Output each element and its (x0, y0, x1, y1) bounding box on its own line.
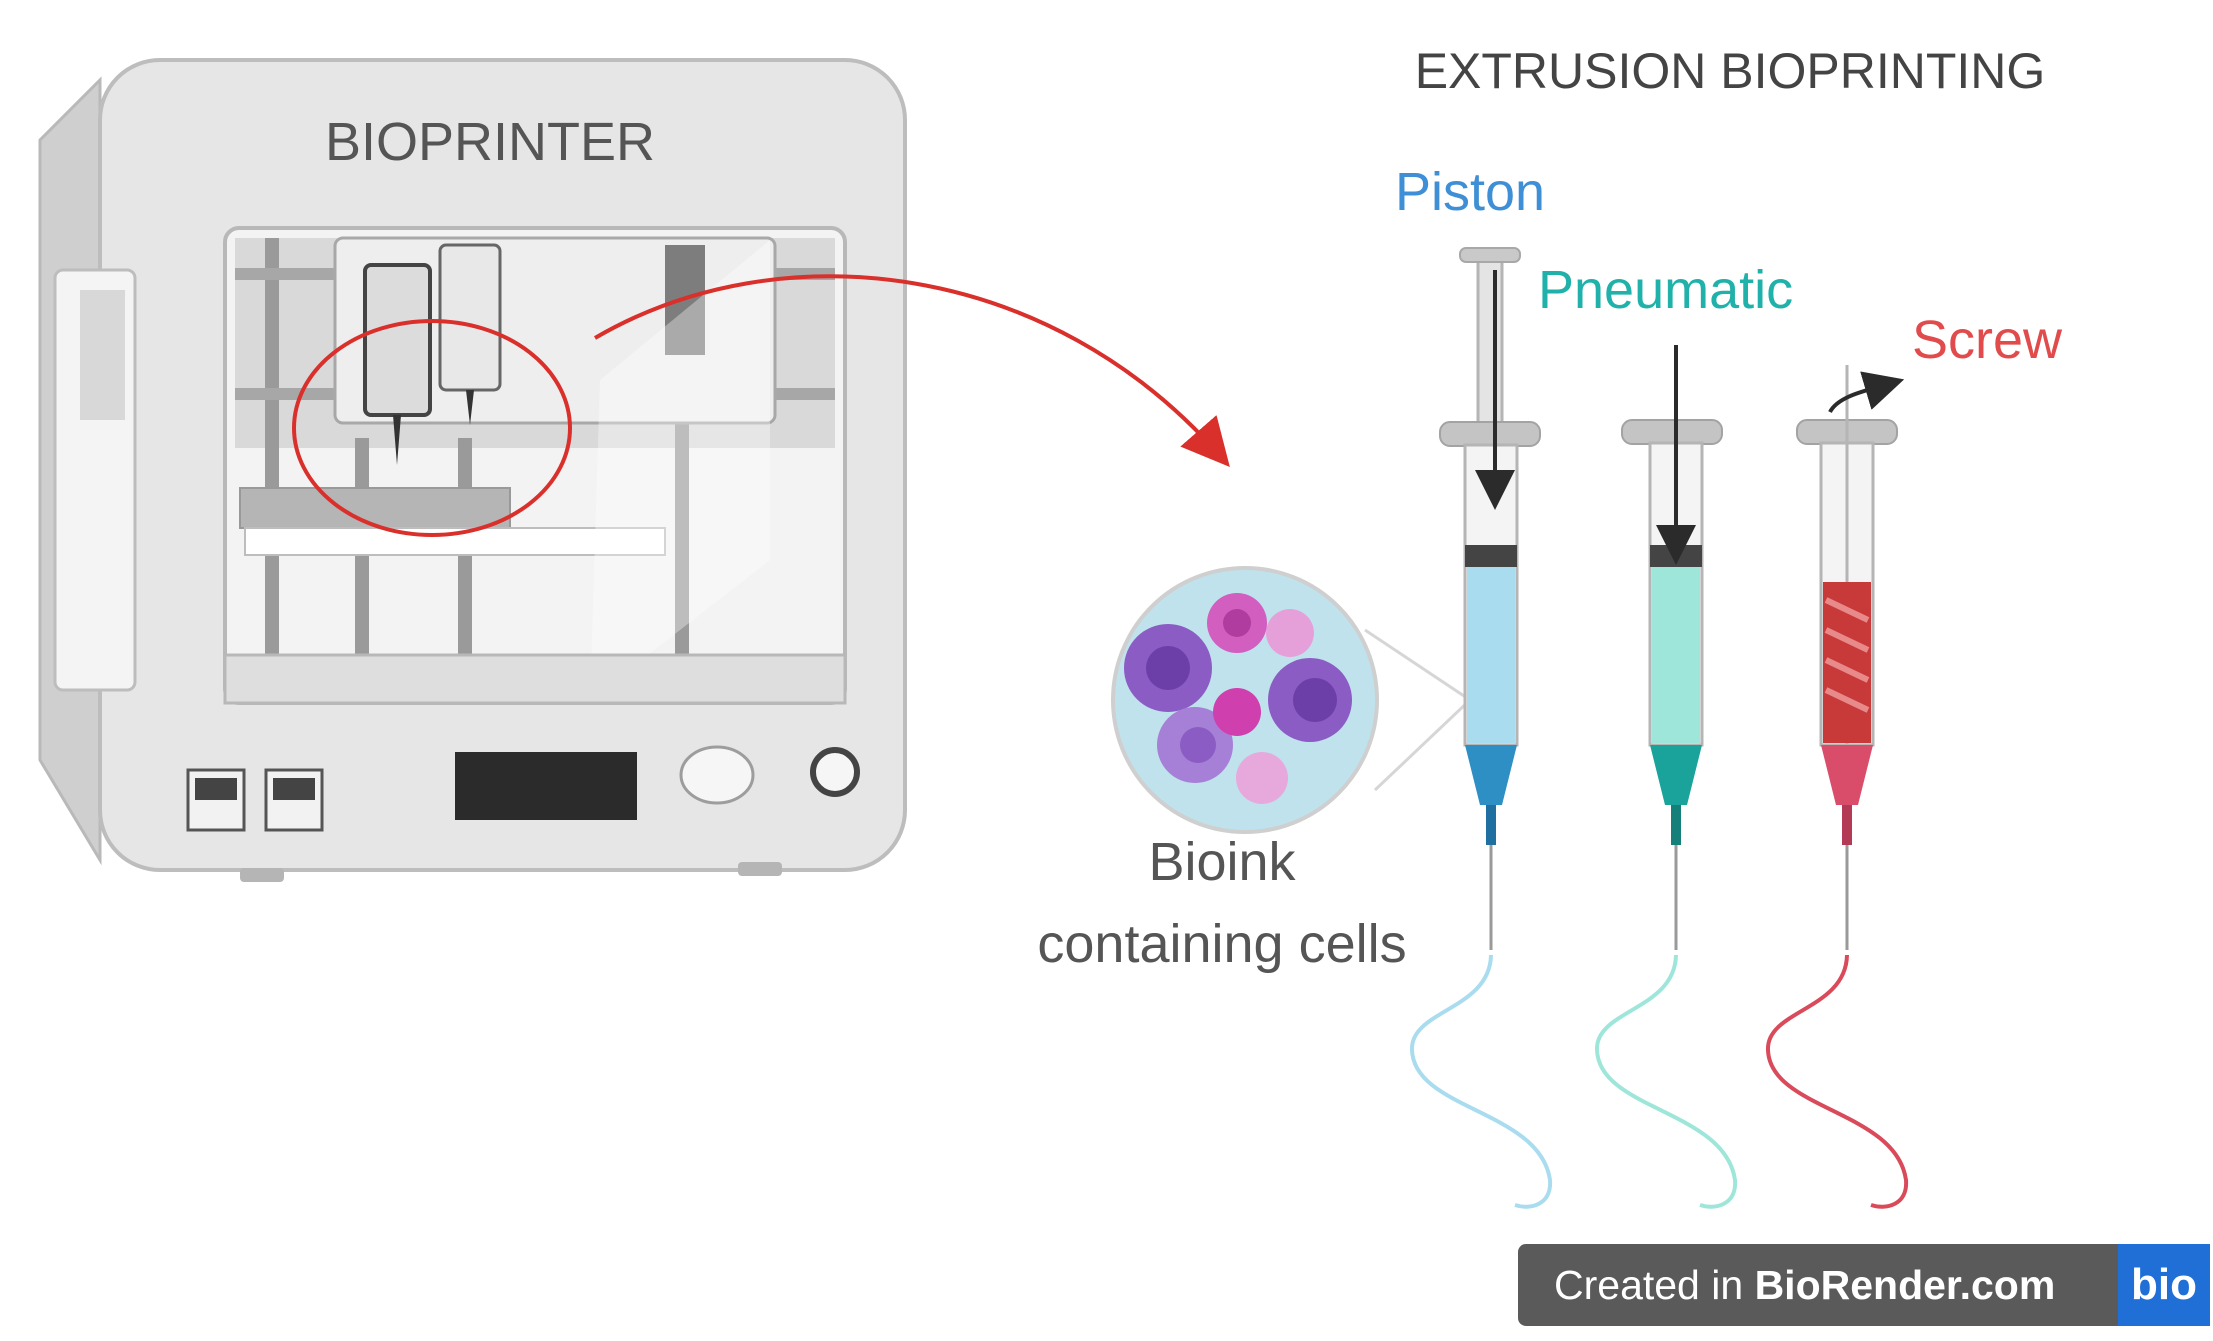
build-platform (244, 527, 666, 556)
syringe-piston: Piston (1395, 162, 1553, 1209)
nozzle-right (466, 390, 474, 425)
nozzle-left (393, 415, 401, 465)
cell-pink-4 (1236, 752, 1288, 804)
credit-banner: Created in BioRender.com bio (1518, 1244, 2210, 1326)
pneumatic-hub (1650, 745, 1702, 805)
print-head-left (363, 263, 432, 417)
bioprinter: BIOPRINTER (38, 58, 907, 882)
panel-slot-2-fill (273, 778, 315, 800)
pneumatic-hub-tip (1671, 805, 1681, 845)
cell-pink-3 (1213, 688, 1261, 736)
pneumatic-filament (1594, 954, 1738, 1209)
build-plate (239, 487, 511, 529)
guide-rod-left (265, 238, 279, 658)
cell-pink-1-nucleus (1223, 609, 1251, 637)
cell-purple-2-nucleus (1293, 678, 1337, 722)
printer-foot-right (738, 862, 782, 876)
piston-flange (1439, 421, 1541, 447)
zoom-arrow (593, 274, 1230, 468)
syringe-screw: Screw (1765, 310, 2063, 1209)
piston-stopper (1465, 545, 1517, 567)
piston-hub (1465, 745, 1517, 805)
panel-button (679, 745, 755, 805)
credit-prefix: Created in (1554, 1261, 1755, 1308)
syringe-label-pneumatic: Pneumatic (1538, 260, 1793, 320)
chamber-floor (223, 653, 847, 705)
screw-rotation-arrow (1828, 371, 1905, 414)
piston-plunger-rod (1476, 256, 1504, 450)
diagram-title: EXTRUSION BIOPRINTING (1415, 43, 2046, 99)
power-knob (810, 747, 860, 797)
screw-hub (1821, 745, 1873, 805)
bioink-label-line2: containing cells (1037, 914, 1406, 974)
credit-brand: BioRender.com (1754, 1261, 2056, 1308)
pneumatic-stopper (1650, 545, 1702, 567)
pneumatic-bioink (1652, 567, 1700, 743)
screw-filament (1765, 954, 1909, 1209)
screw-hub-tip (1842, 805, 1852, 845)
biorender-logo: bio (2118, 1244, 2210, 1326)
cell-purple-1-nucleus (1146, 646, 1190, 690)
print-head-right (438, 243, 502, 392)
credit-text: Created in BioRender.com (1554, 1262, 2055, 1309)
cell-pink-2 (1266, 609, 1314, 657)
printer-side-window-pane (80, 290, 125, 420)
syringe-label-piston: Piston (1395, 162, 1545, 222)
printer-label: BIOPRINTER (325, 112, 655, 172)
piston-filament (1409, 954, 1553, 1209)
printer-foot-left (240, 868, 284, 882)
highlight-circle (292, 319, 572, 537)
piston-plunger-cap (1459, 247, 1521, 263)
bioink-cell-group: Bioink containing cells (1037, 566, 1473, 974)
piston-hub-tip (1486, 805, 1496, 845)
zoom-lines (1364, 628, 1473, 792)
panel-slot-1-fill (195, 778, 237, 800)
bioink-label-line1: Bioink (1148, 832, 1296, 892)
piston-bioink (1467, 567, 1515, 743)
display-screen (455, 752, 637, 820)
screw-thread (1824, 597, 1870, 713)
glass-reflection (590, 240, 770, 700)
pneumatic-flange (1621, 419, 1723, 445)
cell-purple-3-nucleus (1180, 727, 1216, 763)
syringe-label-screw: Screw (1912, 310, 2063, 370)
syringe-pneumatic: Pneumatic (1538, 260, 1793, 1209)
